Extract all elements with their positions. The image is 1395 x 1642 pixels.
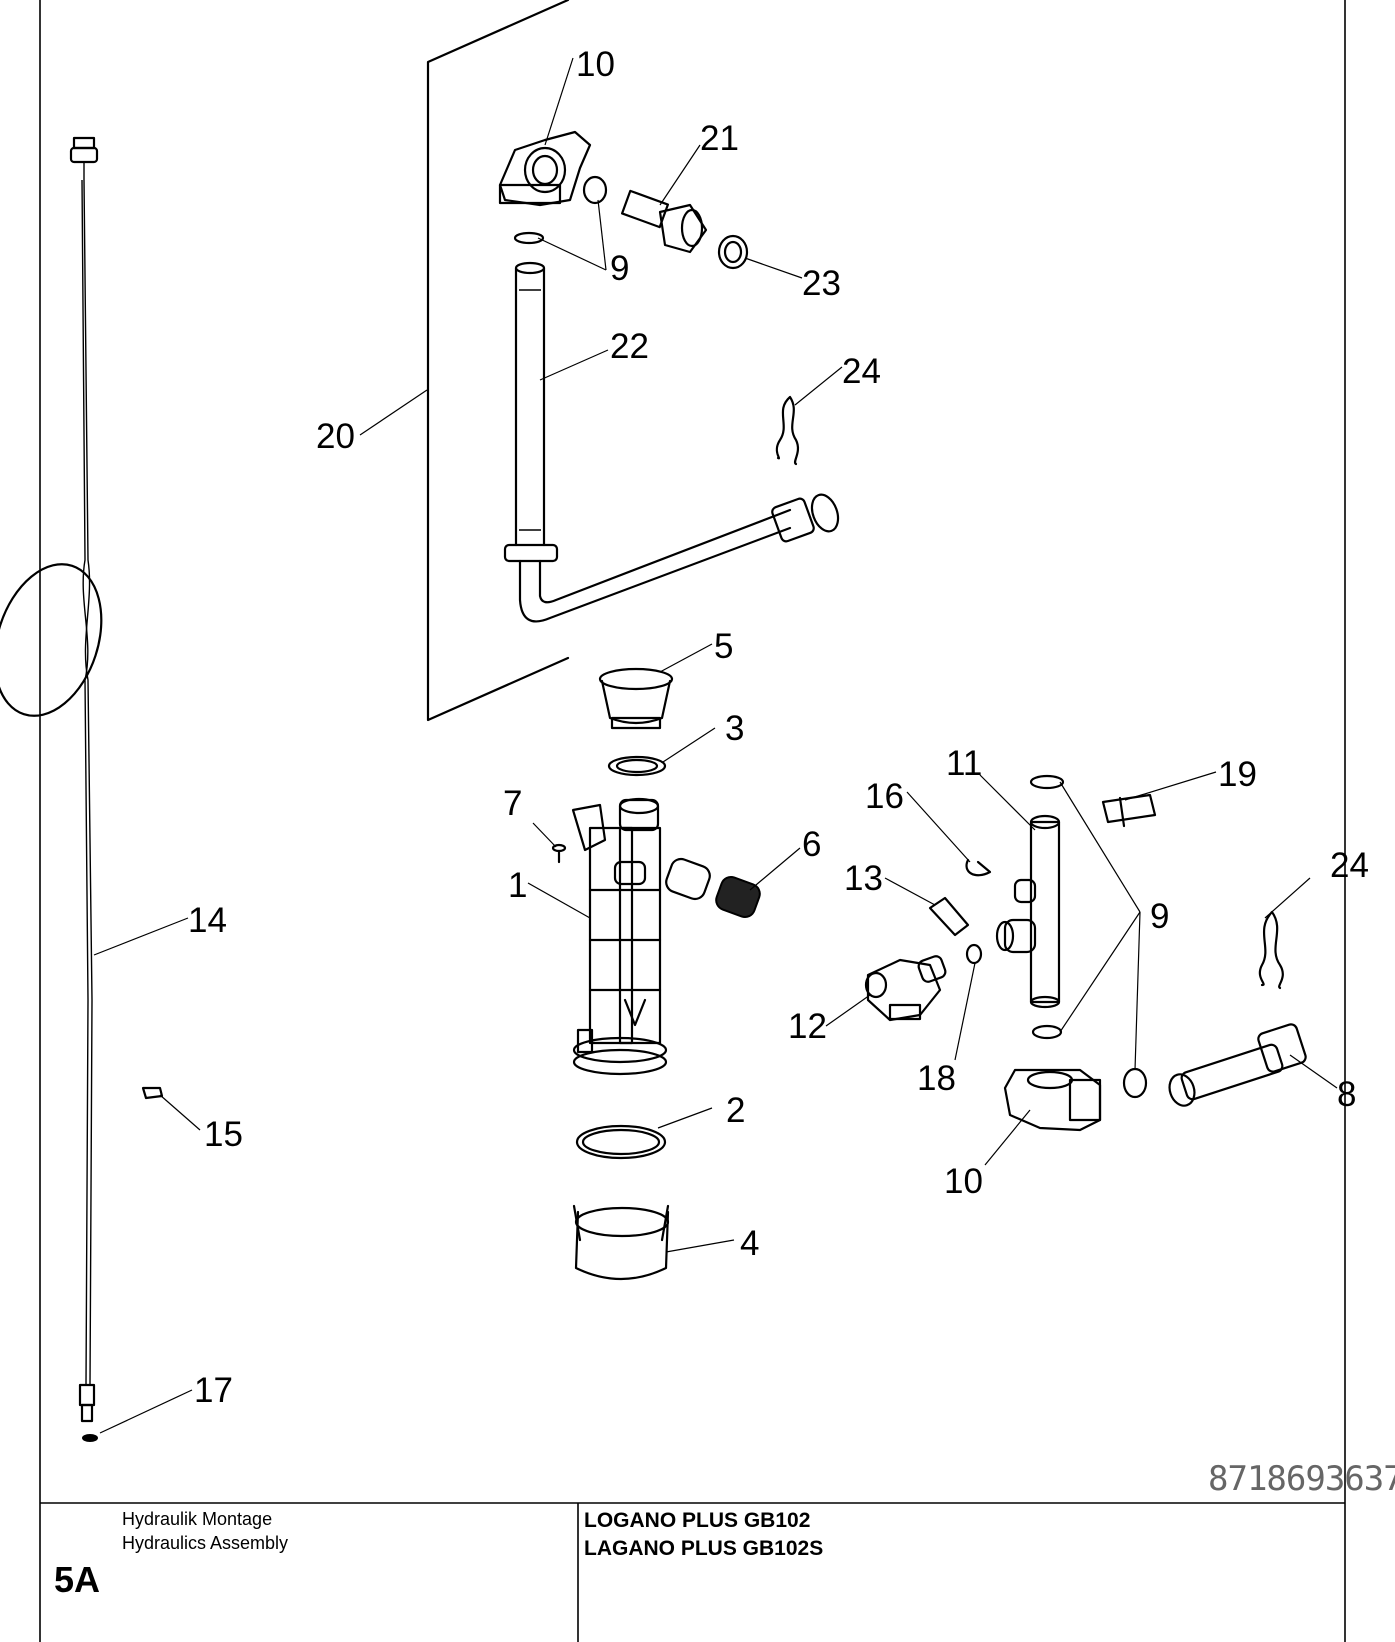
part-8-pipe (1168, 1023, 1307, 1107)
part-16-clip (965, 858, 992, 877)
callout-21: 21 (700, 119, 739, 158)
part-6-filter (665, 857, 761, 918)
callout-5: 5 (714, 627, 733, 666)
callout-3: 3 (725, 709, 744, 748)
part-14-sensor-cable (69, 136, 99, 1423)
part-12-safety-valve (864, 955, 947, 1022)
callout-7: 7 (503, 784, 522, 823)
part-2-ring (575, 1124, 667, 1160)
title-block: Hydraulik Montage Hydraulics Assembly 5A… (40, 1503, 1345, 1642)
part-24-clip-right (1258, 910, 1284, 990)
sheet-id: 5A (54, 1559, 101, 1600)
callout-20: 20 (316, 417, 355, 456)
title-german: Hydraulik Montage (122, 1509, 273, 1529)
part-4-bracket (572, 1204, 670, 1281)
callout-19: 19 (1218, 755, 1257, 794)
callout-9-upper: 9 (610, 249, 629, 288)
large-o-ring-loop (0, 563, 103, 717)
callout-24-upper: 24 (842, 352, 881, 391)
part-9-seals-upper (513, 175, 608, 245)
callout-23: 23 (802, 264, 841, 303)
title-english: Hydraulics Assembly (122, 1533, 289, 1553)
part-21-union (621, 189, 708, 254)
part-19-clamp (1101, 793, 1157, 828)
part-1-manifold (571, 797, 668, 1076)
callout-24-right: 24 (1330, 846, 1369, 885)
part-24-clip-upper (775, 395, 800, 466)
part-5-cup (598, 667, 674, 730)
model-name-1: LOGANO PLUS GB102 (584, 1509, 811, 1532)
part-9-seals-lower (1029, 774, 1148, 1099)
callout-10-upper: 10 (576, 45, 615, 84)
callout-6: 6 (802, 825, 821, 864)
callout-9-right: 9 (1150, 897, 1169, 936)
document-number: 8718693637 (1208, 1459, 1395, 1499)
callout-12: 12 (788, 1007, 827, 1046)
callout-16: 16 (865, 777, 904, 816)
part-18-seal (965, 943, 983, 965)
part-3-seal (607, 755, 667, 777)
callout-14: 14 (188, 901, 227, 940)
part-10-upper-connector (498, 130, 592, 207)
part-10-lower-connector (1003, 1068, 1102, 1132)
callout-15: 15 (204, 1115, 243, 1154)
callout-13: 13 (844, 859, 883, 898)
part-23-washer (717, 234, 749, 270)
part-11-tee (995, 814, 1061, 1009)
callout-2: 2 (726, 1091, 745, 1130)
part-22-pipe (503, 261, 840, 623)
part-13-spring-clip (928, 896, 970, 937)
callout-10-lower: 10 (944, 1162, 983, 1201)
part-17-seal (82, 1434, 98, 1442)
callout-11: 11 (946, 744, 982, 783)
model-name-2: LAGANO PLUS GB102S (584, 1537, 824, 1560)
callout-18: 18 (917, 1059, 956, 1098)
callout-labels: 10 21 9 23 22 24 20 5 3 11 19 7 16 6 24 … (188, 45, 1369, 1410)
callout-1: 1 (508, 866, 527, 905)
callout-17: 17 (194, 1371, 233, 1410)
part-7-screw (551, 843, 567, 864)
drawing-frame (39, 0, 1346, 1642)
callout-8: 8 (1337, 1075, 1356, 1114)
leader-lines (93, 57, 1338, 1434)
part-15-clip (141, 1086, 164, 1100)
callout-22: 22 (610, 327, 649, 366)
callout-4: 4 (740, 1224, 759, 1263)
assembly-panel-outline (426, 0, 570, 722)
